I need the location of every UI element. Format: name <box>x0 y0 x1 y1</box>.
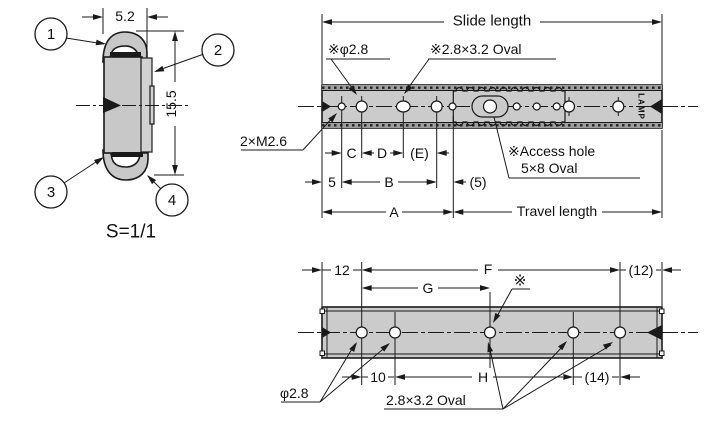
callout-1: 1 <box>34 17 68 51</box>
dim-e-text: (E) <box>410 145 429 161</box>
dim-height-text: 15.5 <box>163 90 179 117</box>
access-hole-label-line1: ※Access hole <box>508 143 595 159</box>
dim-row-10h14 <box>342 374 640 380</box>
section-top-lip <box>110 52 141 57</box>
dim-row-12f <box>302 267 681 273</box>
hole-dia-label: ※φ2.8 <box>328 41 368 57</box>
top-rail-left-cusp <box>322 101 331 112</box>
dim-b-text: B <box>384 174 393 190</box>
top-hole-leaders <box>326 58 556 95</box>
bottom-rail-corner-notches <box>319 308 665 356</box>
travel-length-text: Travel length <box>517 203 597 219</box>
dim-row-a-travel <box>322 209 662 215</box>
access-hole-label-line2: 5×8 Oval <box>521 160 577 176</box>
top-rail-holes <box>337 95 625 118</box>
dim-14-paren-text: (14) <box>585 369 610 385</box>
dim-c-text: C <box>346 145 356 161</box>
callout-leaders <box>63 37 205 191</box>
bottom-view: 12 F (12) G ※ <box>280 261 698 410</box>
callout-4: 4 <box>155 183 189 217</box>
bottom-rail-left-cusp <box>322 327 331 338</box>
screw-label: 2×M2.6 <box>240 133 287 149</box>
dim-12-paren-text: (12) <box>629 262 654 278</box>
top-rail-right-cusp <box>650 99 662 114</box>
section-bottom-lip <box>112 152 143 157</box>
bottom-hole-oval-leader <box>384 341 613 410</box>
bottom-hole-dia-label: φ2.8 <box>280 385 309 401</box>
section-view: 5.2 15.5 <box>34 8 235 243</box>
callout-3: 3 <box>34 175 68 209</box>
dim-10-text: 10 <box>370 369 386 385</box>
callout-3-number: 3 <box>47 184 55 201</box>
screw-label-leader <box>241 113 337 151</box>
ref-mark-leader <box>493 288 530 323</box>
bottom-hole-oval-label: 2.8×3.2 Oval <box>386 392 466 408</box>
section-part <box>76 31 190 181</box>
dim-a-text: A <box>389 204 399 220</box>
dim-12-text: 12 <box>334 262 350 278</box>
dim-5-paren-text: (5) <box>469 174 486 190</box>
callout-4-number: 4 <box>168 192 176 209</box>
dim-g-text: G <box>423 280 434 296</box>
callout-1-number: 1 <box>47 26 55 43</box>
ref-mark-text: ※ <box>514 273 527 290</box>
callout-2: 2 <box>201 33 235 67</box>
scale-label: S=1/1 <box>106 222 156 243</box>
dim-row-5b5 <box>305 179 466 185</box>
dim-slide-length <box>322 19 662 25</box>
access-hole-leader <box>493 116 640 179</box>
section-bottom-curl <box>102 149 149 181</box>
dim-5-2 <box>82 8 168 50</box>
dim-15-5 <box>136 30 184 176</box>
brand-logo: LAMP <box>637 93 646 120</box>
dim-h-text: H <box>478 369 488 385</box>
bottom-rail-holes <box>355 326 627 339</box>
slide-length-text: Slide length <box>453 13 531 30</box>
dim-d-text: D <box>377 145 387 161</box>
hole-oval-label: ※2.8×3.2 Oval <box>430 41 522 57</box>
dim-row-cde <box>325 150 449 156</box>
dim-width-text: 5.2 <box>115 8 135 24</box>
bottom-extension-lines <box>321 262 663 385</box>
top-view: LAMP Slide length ※φ2.8 ※2.8×3.2 Oval 2×… <box>240 13 698 220</box>
dim-row-g <box>361 285 490 291</box>
bottom-rail-right-cusp <box>647 325 662 340</box>
callout-2-number: 2 <box>214 42 222 59</box>
dim-f-text: F <box>484 261 493 277</box>
bottom-hole-dia-leader <box>281 342 390 403</box>
dim-5-text: 5 <box>328 174 336 190</box>
access-hole-inner <box>482 99 498 114</box>
